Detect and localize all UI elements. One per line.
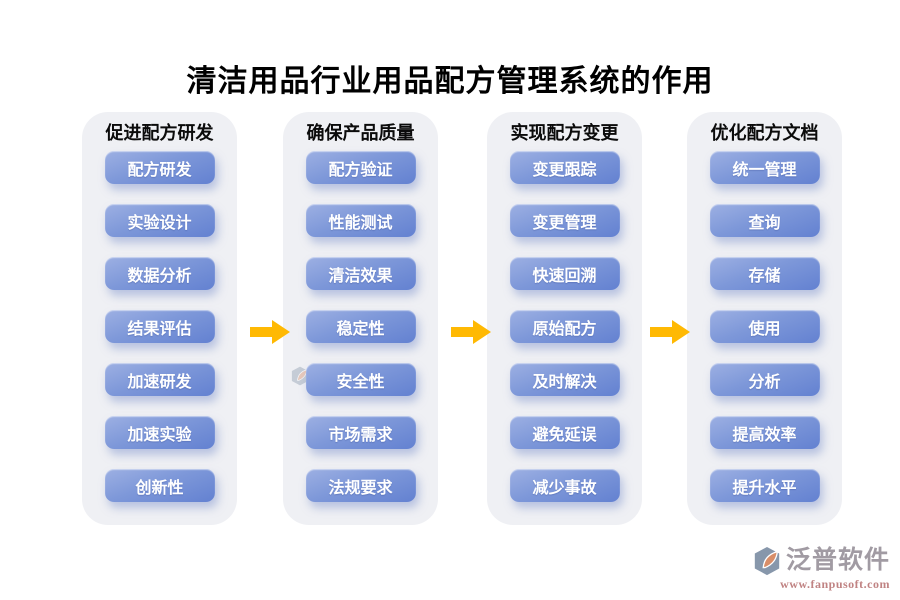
panel-header: 促进配方研发: [105, 123, 214, 143]
footer-brand: 泛普软件 www.fanpusoft.com: [752, 546, 890, 592]
item-button: 数据分析: [104, 257, 215, 290]
item-button: 性能测试: [305, 204, 416, 237]
item-button: 提升水平: [709, 469, 820, 502]
arrow-right-icon: [249, 318, 291, 346]
brand-name: 泛普软件: [785, 547, 890, 574]
item-button: 结果评估: [104, 310, 215, 343]
panel-ensure-quality: 确保产品质量 配方验证 性能测试 清洁效果 稳定性 安全性 市场需求 法规要求 …: [283, 112, 438, 525]
item-button: 避免延误: [509, 416, 620, 449]
panel-header: 确保产品质量: [306, 123, 415, 143]
item-button: 原始配方: [509, 310, 620, 343]
item-button: 加速研发: [104, 363, 215, 396]
item-button: 减少事故: [509, 469, 620, 502]
item-button: 提高效率: [709, 416, 820, 449]
item-button: 存储: [709, 257, 820, 290]
item-button: 实验设计: [104, 204, 215, 237]
brand-url: www.fanpusoft.com: [780, 577, 890, 591]
item-button: 查询: [709, 204, 820, 237]
item-button: 及时解决: [509, 363, 620, 396]
item-button: 快速回溯: [509, 257, 620, 290]
panel-formula-change: 实现配方变更 变更跟踪 变更管理 快速回溯 原始配方 及时解决 避免延误 减少事…: [487, 112, 642, 525]
panel-optimize-docs: 优化配方文档 统一管理 查询 存储 使用 分析 提高效率 提升水平: [687, 112, 842, 525]
item-button: 安全性: [305, 363, 416, 396]
item-button: 配方验证: [305, 151, 416, 184]
arrow-right-icon: [450, 318, 492, 346]
item-button: 稳定性: [305, 310, 416, 343]
panel-header: 优化配方文档: [710, 123, 819, 143]
fanpu-logo-icon: [754, 546, 780, 576]
panel-header: 实现配方变更: [510, 123, 619, 143]
item-button: 分析: [709, 363, 820, 396]
item-button: 创新性: [104, 469, 215, 502]
item-button: 变更跟踪: [509, 151, 620, 184]
item-button: 加速实验: [104, 416, 215, 449]
arrow-right-icon: [649, 318, 691, 346]
item-button: 变更管理: [509, 204, 620, 237]
item-button: 使用: [709, 310, 820, 343]
item-button: 市场需求: [305, 416, 416, 449]
item-button: 法规要求: [305, 469, 416, 502]
panel-promote-rd: 促进配方研发 配方研发 实验设计 数据分析 结果评估 加速研发 加速实验 创新性: [82, 112, 237, 525]
item-button: 清洁效果: [305, 257, 416, 290]
page-title: 清洁用品行业用品配方管理系统的作用: [186, 65, 714, 98]
item-button: 配方研发: [104, 151, 215, 184]
item-button: 统一管理: [709, 151, 820, 184]
